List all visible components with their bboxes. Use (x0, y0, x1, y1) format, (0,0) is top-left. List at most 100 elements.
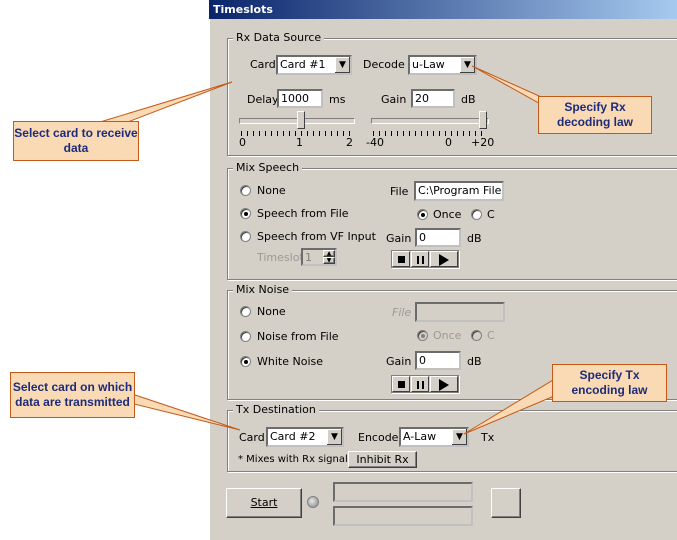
inhibit-rx-button[interactable]: Inhibit Rx (348, 451, 417, 468)
speech-playback-controls (391, 250, 459, 268)
noise-file-label[interactable]: Noise from File (257, 330, 339, 343)
rx-delay-label: Delay (247, 93, 279, 106)
noise-white-label[interactable]: White Noise (257, 355, 323, 368)
tx-encode-value: A-Law (403, 430, 437, 443)
speech-gain-input[interactable]: 0 (415, 228, 461, 247)
rx-delay-input[interactable]: 1000 (277, 89, 323, 108)
status-field-1 (333, 482, 473, 502)
noise-white-radio[interactable] (240, 356, 251, 367)
speech-vf-radio[interactable] (240, 231, 251, 242)
rx-gain-slider[interactable] (367, 111, 493, 136)
timeslot-spinner[interactable]: 1 ▲ ▼ (301, 248, 337, 266)
noise-file-field-label: File (392, 306, 412, 319)
play-icon[interactable] (430, 251, 458, 267)
rx-decode-select[interactable]: u-Law ▼ (408, 55, 477, 75)
chevron-down-icon[interactable]: ▼ (451, 429, 467, 445)
noise-continuous-radio[interactable] (471, 330, 482, 341)
tx-label: Tx (481, 431, 495, 444)
slider-ticks (373, 131, 487, 136)
noise-gain-unit: dB (467, 355, 482, 368)
speech-file-input[interactable]: C:\Program Files (414, 181, 504, 201)
chevron-down-icon[interactable]: ▼ (326, 429, 342, 445)
rx-data-source-group (227, 38, 677, 156)
mix-noise-legend: Mix Noise (233, 284, 293, 296)
timeslots-window: Timeslots Rx Data Source Card Card #1 ▼ … (208, 0, 677, 540)
noise-file-input[interactable] (415, 302, 505, 322)
stop-icon[interactable] (392, 376, 410, 392)
noise-gain-label: Gain (386, 355, 412, 368)
gain-tick-max: +20 (471, 136, 495, 149)
play-icon[interactable] (430, 376, 458, 392)
mix-speech-group (227, 168, 677, 280)
gain-tick-min: -40 (366, 136, 384, 149)
tx-card-arrow (119, 389, 241, 431)
speech-file-field-label: File (390, 185, 409, 198)
callout-tx-card: Select card on which data are transmitte… (10, 372, 135, 418)
callout-rx-decode: Specify Rx decoding law (538, 96, 652, 134)
timeslot-value: 1 (305, 251, 312, 264)
rx-card-label: Card (250, 58, 276, 71)
rx-card-value: Card #1 (280, 58, 326, 71)
rx-decode-value: u-Law (412, 58, 445, 71)
window-title-bar: Timeslots (209, 0, 677, 19)
timeslot-label: Timeslot (257, 251, 304, 264)
speech-continuous-label[interactable]: C (487, 208, 495, 221)
speech-file-radio[interactable] (240, 208, 251, 219)
noise-file-radio[interactable] (240, 331, 251, 342)
rx-decode-label: Decode (363, 58, 405, 71)
start-button[interactable]: Start (226, 488, 302, 518)
tx-destination-group (227, 410, 677, 472)
status-field-2 (333, 506, 473, 526)
noise-continuous-label[interactable]: C (487, 329, 495, 342)
speech-none-label[interactable]: None (257, 184, 286, 197)
rx-legend: Rx Data Source (233, 32, 325, 44)
slider-thumb[interactable] (479, 111, 487, 129)
speech-once-label[interactable]: Once (433, 208, 462, 221)
mix-speech-legend: Mix Speech (233, 162, 303, 174)
tx-card-value: Card #2 (270, 430, 316, 443)
chevron-down-icon[interactable]: ▼ (459, 57, 475, 73)
spin-down-icon[interactable]: ▼ (323, 257, 335, 264)
noise-none-label[interactable]: None (257, 305, 286, 318)
rx-card-select[interactable]: Card #1 ▼ (276, 55, 352, 75)
callout-rx-card: Select card to receive data (13, 121, 139, 161)
speech-continuous-radio[interactable] (471, 209, 482, 220)
speech-gain-unit: dB (467, 232, 482, 245)
callout-tx-encode: Specify Tx encoding law (552, 364, 667, 402)
rx-gain-unit: dB (461, 93, 476, 106)
rx-delay-slider[interactable] (235, 111, 359, 136)
noise-once-radio[interactable] (417, 330, 428, 341)
pause-icon[interactable] (411, 251, 429, 267)
status-led-icon (307, 496, 319, 508)
tx-note: * Mixes with Rx signal (238, 454, 348, 465)
tx-encode-select[interactable]: A-Law ▼ (399, 427, 469, 447)
delay-tick-1: 1 (296, 136, 303, 149)
rx-gain-label: Gain (381, 93, 407, 106)
noise-playback-controls (391, 375, 459, 393)
delay-tick-2: 2 (346, 136, 353, 149)
tx-card-select[interactable]: Card #2 ▼ (266, 427, 344, 447)
rx-gain-input[interactable]: 20 (411, 89, 455, 108)
slider-track (371, 118, 489, 124)
pause-icon[interactable] (411, 376, 429, 392)
tx-card-label: Card (239, 431, 265, 444)
partial-button[interactable] (491, 488, 521, 518)
tx-encode-arrow (463, 376, 567, 435)
start-label: Start (250, 496, 278, 509)
noise-gain-input[interactable]: 0 (415, 351, 461, 370)
chevron-down-icon[interactable]: ▼ (334, 57, 350, 73)
spin-up-icon[interactable]: ▲ (323, 250, 335, 257)
slider-ticks (241, 131, 353, 136)
noise-once-label[interactable]: Once (433, 329, 462, 342)
stop-icon[interactable] (392, 251, 410, 267)
slider-thumb[interactable] (297, 111, 305, 129)
tx-encode-label: Encode (358, 431, 399, 444)
speech-vf-label[interactable]: Speech from VF Input (257, 230, 376, 243)
rx-delay-unit: ms (329, 93, 346, 106)
speech-once-radio[interactable] (417, 209, 428, 220)
speech-none-radio[interactable] (240, 185, 251, 196)
speech-file-label[interactable]: Speech from File (257, 207, 349, 220)
speech-gain-label: Gain (386, 232, 412, 245)
noise-none-radio[interactable] (240, 306, 251, 317)
